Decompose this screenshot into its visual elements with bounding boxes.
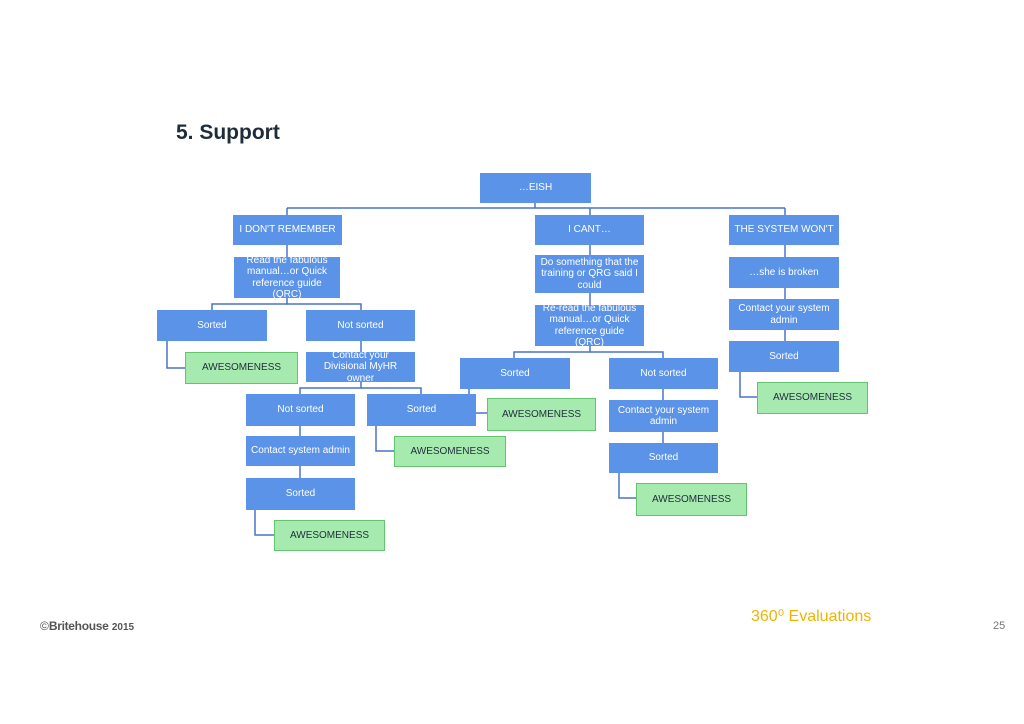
sorted-node-5: Sorted xyxy=(609,443,718,473)
do-something-node: Do something that the training or QRG sa… xyxy=(535,255,644,293)
awesomeness-node-3: AWESOMENESS xyxy=(274,520,385,551)
not-sorted-node-1: Not sorted xyxy=(306,310,415,341)
sorted-node-4: Sorted xyxy=(460,358,570,389)
connector-contact-bar xyxy=(299,382,362,394)
connector-sorted2-to-awesome2 xyxy=(375,426,394,452)
root-node: …EISH xyxy=(480,173,591,203)
connector-sorted3-to-awesome3 xyxy=(254,510,274,536)
branch-node-cant: I CANT… xyxy=(535,215,644,245)
contact-system-admin-node-1: Contact your system admin xyxy=(609,400,718,432)
she-is-broken-node: …she is broken xyxy=(729,257,839,288)
sorted-node-1: Sorted xyxy=(157,310,267,341)
branch-node-dont-remember: I DON'T REMEMBER xyxy=(233,215,342,245)
copyright-year: 2015 xyxy=(111,622,135,633)
sorted-node-3: Sorted xyxy=(246,478,355,510)
contact-system-admin-node: Contact system admin xyxy=(246,436,355,466)
awesomeness-node-2: AWESOMENESS xyxy=(394,436,506,467)
slide-title: 5. Support xyxy=(176,121,280,144)
copyright-footer: ©Britehouse 2015 xyxy=(40,619,134,633)
connector-sorted5-to-awesome5 xyxy=(618,473,636,499)
page-number: 25 xyxy=(993,620,1006,632)
not-sorted-node-3: Not sorted xyxy=(609,358,718,389)
connector-read-to-notsorted xyxy=(287,303,362,310)
awesomeness-node-5: AWESOMENESS xyxy=(636,483,747,516)
awesomeness-node-4: AWESOMENESS xyxy=(487,398,596,431)
brand-name: Britehouse xyxy=(48,619,109,633)
connector-reread-to-notsorted3 xyxy=(590,351,664,358)
branch-node-system-wont: THE SYSTEM WON'T xyxy=(729,215,839,245)
connector-reread-bar xyxy=(513,346,591,358)
product-name: 360⁰ Evaluations xyxy=(751,608,872,625)
connector-contact-to-sorted2 xyxy=(361,387,422,394)
read-manual-node: Read the fabulous manual…or Quick refere… xyxy=(234,255,340,300)
connector-read-bar xyxy=(211,298,288,310)
copyright-symbol: © xyxy=(40,619,49,633)
sorted-node-6: Sorted xyxy=(729,341,839,372)
not-sorted-node-2: Not sorted xyxy=(246,394,355,426)
awesomeness-node-1: AWESOMENESS xyxy=(185,352,298,384)
awesomeness-node-6: AWESOMENESS xyxy=(757,382,868,414)
contact-divisional-node: Contact your Divisional MyHR owner xyxy=(306,350,415,384)
connector-sorted6-to-awesome6 xyxy=(739,372,757,398)
connector-sorted1-to-awesome1 xyxy=(166,341,185,369)
contact-system-admin-node-2: Contact your system admin xyxy=(729,299,839,330)
sorted-node-2: Sorted xyxy=(367,394,476,426)
reread-manual-node: Re-read the fabulous manual…or Quick ref… xyxy=(535,303,644,348)
